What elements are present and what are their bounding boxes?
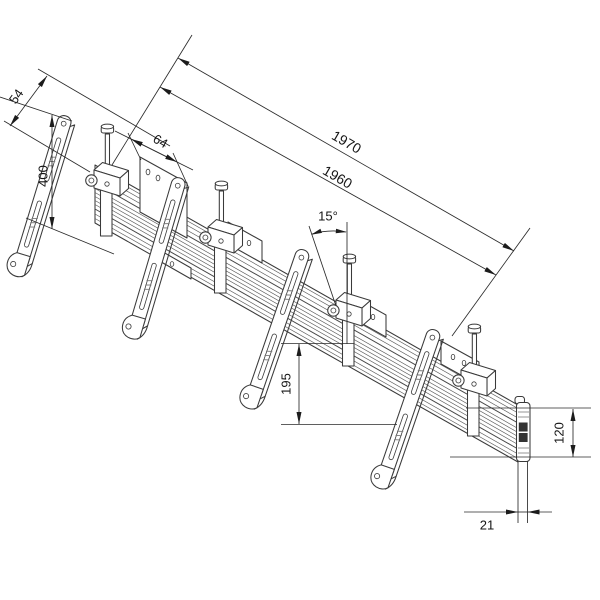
end-cap-face: [515, 401, 531, 463]
dimension-15deg: 15°: [308, 208, 348, 344]
ext-line: [127, 132, 142, 161]
ext-line: [25, 217, 115, 255]
wall-plate-hole-1: [145, 168, 151, 176]
tilt-bracket-1: [3, 111, 77, 281]
dimension-195: 195: [278, 343, 397, 425]
dim-line-1960: [159, 86, 497, 276]
ext-line-right: [451, 227, 531, 337]
dimension-54: 54: [3, 68, 171, 173]
dim-label-1970: 1970: [329, 127, 364, 157]
wall-plate-tab-hole: [169, 261, 175, 267]
dim-label-15deg: 15°: [318, 208, 338, 223]
tilted-reference-line: [308, 225, 337, 307]
end-cap-slot-1: [518, 422, 528, 432]
dimension-120: 120: [450, 407, 591, 458]
wall-plate-hole-2: [155, 174, 161, 182]
dim-label-400: 400: [35, 165, 50, 187]
arc-arrow-left: [311, 228, 322, 235]
ext-line-left: [111, 34, 193, 166]
dim-label-120: 120: [551, 422, 566, 444]
dim-label-1960: 1960: [320, 162, 355, 192]
dimension-21: 21: [464, 461, 552, 532]
dim-line: [9, 75, 48, 127]
dim-label-195: 195: [278, 373, 293, 395]
ext-line: [0, 96, 73, 122]
ext-line: [3, 120, 91, 173]
dim-label-64: 64: [151, 131, 171, 151]
rail-end-cap: [514, 395, 531, 463]
end-cap-slot-2: [518, 433, 528, 442]
dim-label-54: 54: [6, 86, 27, 106]
dimension-400: 400: [0, 96, 115, 255]
dim-label-21: 21: [480, 517, 494, 532]
arc-arrow-right: [335, 228, 347, 234]
ext-line: [37, 68, 171, 147]
